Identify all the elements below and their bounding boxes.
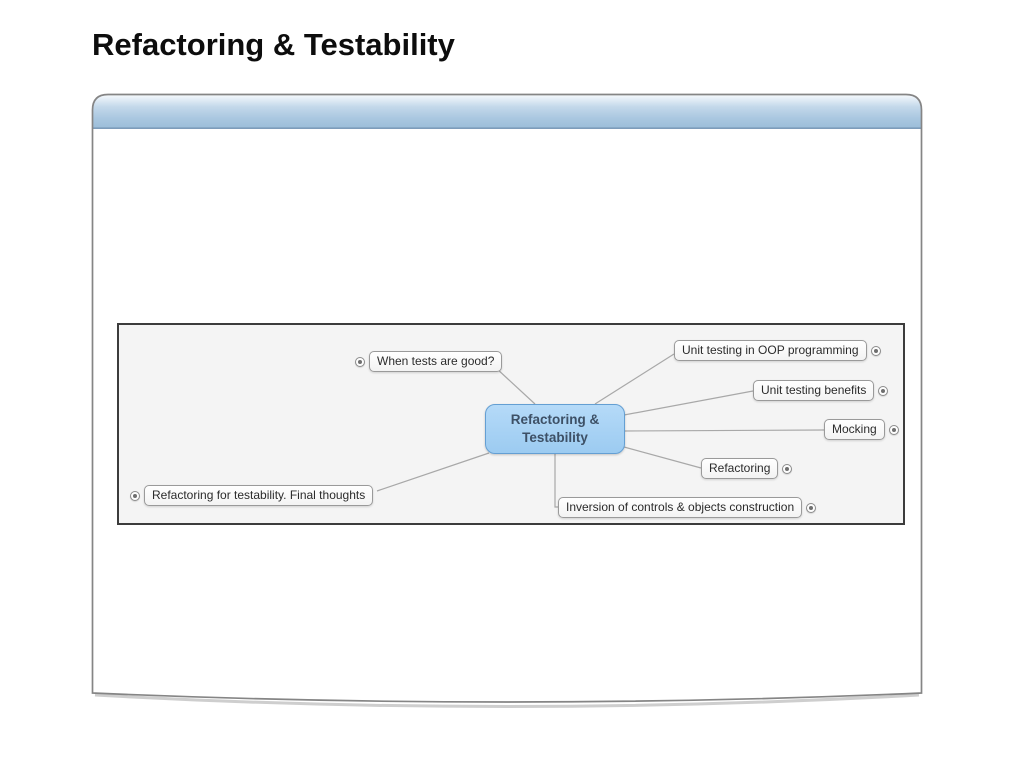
mindmap-node[interactable]: Mocking	[824, 419, 899, 440]
node-label[interactable]: Inversion of controls & objects construc…	[558, 497, 803, 518]
connector-line	[554, 453, 558, 508]
node-toggle-icon[interactable]	[782, 463, 793, 474]
page-title: Refactoring & Testability	[92, 27, 455, 62]
connector-line	[376, 452, 490, 492]
mindmap-node[interactable]: Inversion of controls & objects construc…	[558, 497, 817, 518]
connector-line	[623, 429, 825, 432]
node-toggle-icon[interactable]	[870, 345, 881, 356]
mindmap-root-node[interactable]: Refactoring & Testability	[485, 404, 625, 454]
node-toggle-icon[interactable]	[355, 356, 365, 367]
mindmap-node[interactable]: Refactoring for testability. Final thoug…	[130, 485, 374, 506]
node-label[interactable]: Refactoring	[701, 458, 779, 479]
connector-line	[623, 390, 754, 416]
mindmap-node[interactable]: When tests are good?	[355, 351, 503, 372]
mindmap-canvas: Refactoring & Testability When tests are…	[117, 323, 905, 525]
node-toggle-icon[interactable]	[888, 424, 899, 435]
node-label[interactable]: Mocking	[824, 419, 885, 440]
node-label[interactable]: When tests are good?	[369, 351, 503, 372]
node-label[interactable]: Unit testing in OOP programming	[674, 340, 867, 361]
window-bottom-shadow	[94, 693, 920, 708]
window-title-bar	[92, 94, 922, 128]
node-toggle-icon[interactable]	[130, 490, 140, 501]
connector-line	[594, 353, 675, 405]
connector-line	[495, 367, 536, 405]
connector-line	[623, 446, 702, 469]
node-label[interactable]: Refactoring for testability. Final thoug…	[144, 485, 374, 506]
mindmap-node[interactable]: Unit testing in OOP programming	[674, 340, 881, 361]
window-outline	[91, 93, 923, 703]
mindmap-node[interactable]: Refactoring	[701, 458, 793, 479]
mindmap-connectors	[376, 353, 825, 508]
node-toggle-icon[interactable]	[806, 502, 817, 513]
node-label[interactable]: Unit testing benefits	[753, 380, 875, 401]
mindmap-node[interactable]: Unit testing benefits	[753, 380, 889, 401]
node-toggle-icon[interactable]	[878, 385, 889, 396]
